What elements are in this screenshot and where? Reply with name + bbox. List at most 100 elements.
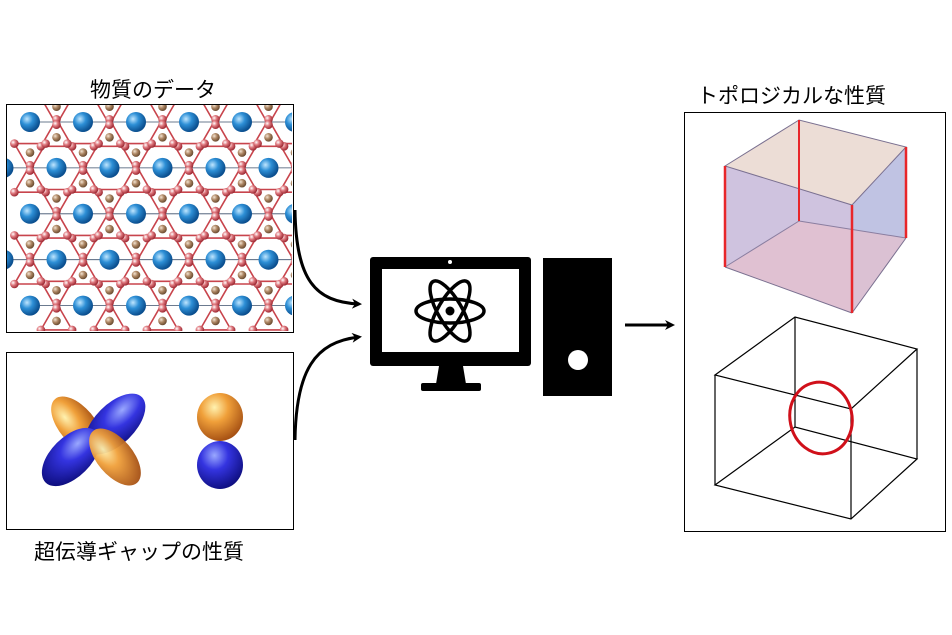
tan-atom	[52, 194, 61, 203]
blue-atom	[232, 112, 252, 132]
red-atom	[94, 231, 103, 240]
red-atom	[264, 120, 273, 130]
red-atom	[120, 276, 130, 286]
red-atom	[200, 139, 209, 148]
tan-atom	[184, 148, 194, 157]
red-atom	[89, 276, 99, 286]
red-atom	[131, 166, 141, 175]
red-atom	[173, 325, 183, 331]
red-atom	[195, 185, 205, 194]
red-atom	[211, 212, 220, 221]
blue-atom	[99, 249, 120, 270]
orbital-panel	[6, 352, 294, 530]
red-atom	[116, 231, 125, 240]
red-atom	[89, 325, 99, 331]
red-atom	[116, 139, 125, 148]
tan-atom	[78, 240, 88, 249]
tan-atom	[237, 148, 247, 157]
red-atom	[120, 325, 130, 331]
red-atom	[290, 259, 292, 266]
tan-atom	[158, 194, 167, 203]
tan-atom	[25, 270, 35, 280]
blue-atom	[7, 250, 14, 270]
blue-atom	[99, 157, 120, 178]
blue-atom	[232, 295, 252, 316]
tan-atom	[290, 180, 292, 187]
red-atom	[158, 120, 167, 130]
red-atom	[195, 276, 205, 286]
tan-atom	[105, 224, 114, 234]
tan-atom	[78, 270, 88, 280]
red-atom	[63, 139, 72, 148]
blue-atom	[205, 249, 226, 270]
d-wave-orbital	[41, 393, 146, 487]
tan-atom	[264, 194, 273, 203]
blue-atom	[126, 112, 146, 132]
tan-atom	[105, 316, 114, 326]
red-atom	[211, 120, 220, 130]
red-atom	[253, 231, 262, 240]
red-atom	[67, 276, 77, 286]
red-atom	[158, 304, 167, 313]
red-atom	[226, 276, 236, 286]
red-atom	[36, 325, 46, 331]
tan-atom	[264, 132, 273, 142]
material-data-label: 物質のデータ	[90, 78, 216, 102]
red-atom	[275, 231, 284, 240]
red-atom	[248, 325, 258, 331]
red-atom	[94, 139, 103, 148]
red-atom	[41, 139, 50, 148]
tan-atom	[264, 316, 273, 326]
blue-atom	[126, 295, 146, 316]
topology-panel	[684, 112, 946, 532]
red-atom	[169, 231, 178, 240]
red-atom	[184, 166, 194, 175]
tan-atom	[52, 132, 61, 142]
blue-atom	[152, 249, 173, 270]
red-atom	[173, 185, 183, 194]
blue-atom	[73, 112, 93, 132]
red-atom	[279, 185, 289, 194]
red-atom	[25, 258, 35, 267]
blue-atom	[179, 203, 199, 224]
tan-atom	[158, 224, 167, 234]
red-atom	[290, 162, 292, 169]
tan-atom	[264, 224, 273, 234]
tan-atom	[131, 240, 141, 249]
red-atom	[222, 231, 231, 240]
blue-atom	[258, 157, 279, 178]
nodal-ring-cube	[713, 316, 919, 520]
red-atom	[142, 325, 152, 331]
tan-atom	[131, 270, 141, 280]
tan-atom	[25, 240, 35, 249]
red-atom	[248, 276, 258, 286]
red-atom	[78, 258, 88, 267]
tan-atom	[158, 316, 167, 326]
blue-atom	[179, 295, 199, 316]
blue-atom	[20, 295, 40, 316]
tan-atom	[237, 240, 247, 249]
red-atom	[105, 304, 114, 313]
blue-atom	[258, 249, 279, 270]
blue-atom	[46, 249, 67, 270]
red-atom	[253, 139, 262, 148]
red-atom	[10, 139, 19, 148]
tan-atom	[184, 270, 194, 280]
red-atom	[237, 166, 247, 175]
red-atom	[120, 185, 130, 194]
tan-atom	[52, 224, 61, 234]
blue-atom	[46, 157, 67, 178]
red-atom	[10, 279, 19, 289]
tan-atom	[211, 194, 220, 203]
red-atom	[52, 304, 61, 313]
blue-atom	[73, 295, 93, 316]
tan-atom	[78, 148, 88, 157]
red-atom	[248, 185, 258, 194]
crystal-structure-panel	[6, 104, 294, 333]
tan-atom	[78, 178, 88, 188]
tan-atom	[211, 285, 220, 295]
blue-atom	[232, 203, 252, 224]
red-atom	[41, 231, 50, 240]
tan-atom	[158, 285, 167, 295]
red-atom	[211, 304, 220, 313]
